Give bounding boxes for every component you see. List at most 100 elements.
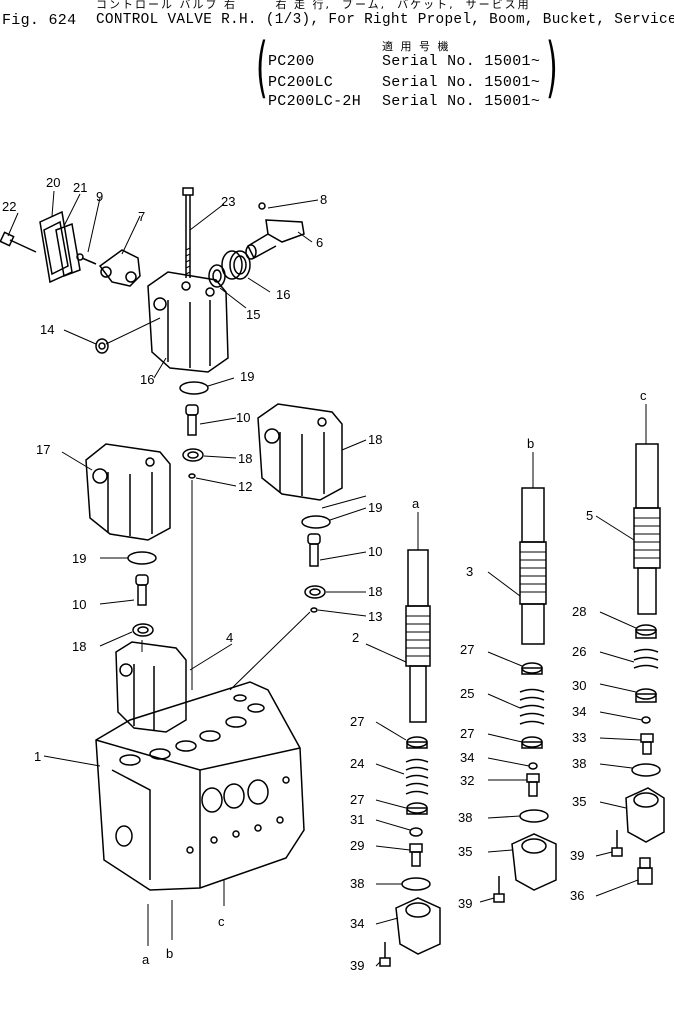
callout-labels: 22 20 21 9 7 23 8 6 16 15 14 16 19 10 18… — [2, 175, 593, 973]
applicability-label: 適 用 号 機 — [382, 40, 451, 53]
part-18-collar-right — [304, 585, 326, 599]
part-11-plug-right — [307, 533, 321, 567]
part-27-seat-b1 — [521, 662, 543, 675]
leader-lines — [7, 190, 643, 967]
port-letter-a-top: a — [412, 496, 420, 511]
part-16-upper-cap — [147, 271, 229, 373]
part-16-left-cap — [85, 443, 171, 541]
callout-25: 25 — [460, 686, 474, 701]
port-letters: a b c a b c — [142, 388, 647, 967]
callout-27: 27 — [460, 726, 474, 741]
callout-6: 6 — [316, 235, 323, 250]
part-39-bolt-c — [611, 830, 623, 857]
callout-27: 27 — [460, 642, 474, 657]
part-12-ring-upper — [188, 473, 196, 479]
part-28-retainer — [635, 624, 657, 639]
part-27-seat-b2 — [521, 736, 543, 749]
callout-7: 7 — [138, 209, 145, 224]
callout-2: 2 — [352, 630, 359, 645]
part-27-seat-a2 — [406, 802, 428, 815]
callout-16: 16 — [140, 372, 154, 387]
model-pc200: PC200 — [268, 53, 315, 70]
part-13-nut — [95, 338, 109, 354]
part-27-seat-a1 — [406, 736, 428, 749]
callout-38: 38 — [458, 810, 472, 825]
port-letter-c-top: c — [640, 388, 647, 403]
callout-23: 23 — [221, 194, 235, 209]
callout-10: 10 — [236, 410, 250, 425]
part-24-spring — [405, 758, 429, 795]
model-pc200lc-2h: PC200LC-2H — [268, 93, 362, 110]
callout-20: 20 — [46, 175, 60, 190]
callout-21: 21 — [73, 180, 87, 195]
part-19-oring-upper — [179, 381, 209, 395]
dash-line-13 — [105, 317, 161, 345]
part-9-bolt — [76, 253, 97, 265]
part-22-bolt — [0, 231, 37, 253]
port-letter-a-bottom: a — [142, 952, 150, 967]
callout-8: 8 — [320, 192, 327, 207]
part-39-bolt-b — [493, 876, 505, 903]
callout-12: 12 — [238, 479, 252, 494]
part-37-plug — [637, 857, 653, 885]
callout-1: 1 — [34, 749, 41, 764]
callout-39: 39 — [350, 958, 364, 973]
callout-38: 38 — [350, 876, 364, 891]
callout-39: 39 — [570, 848, 584, 863]
callout-17: 18 — [368, 432, 382, 447]
figure-number: Fig. 624 — [2, 12, 77, 29]
part-10-plug-left — [135, 574, 149, 606]
part-3-spool — [519, 452, 547, 645]
callout-14: 15 — [246, 307, 260, 322]
part-6-shaft-plate — [245, 219, 305, 260]
part-21-gasket — [55, 222, 81, 278]
callout-29: 30 — [572, 678, 586, 693]
callout-5: 5 — [586, 508, 593, 523]
callout-19: 19 — [368, 500, 382, 515]
part-17-right-cap — [257, 403, 343, 501]
callout-38: 38 — [572, 756, 586, 771]
part-36-cap-c — [625, 787, 665, 843]
part-12-ring-right — [310, 607, 318, 613]
part-23-long-bolt — [182, 187, 194, 278]
callout-22: 22 — [2, 199, 16, 214]
callout-3: 3 — [466, 564, 473, 579]
left-paren: ( — [256, 30, 268, 107]
model-pc200lc: PC200LC — [268, 74, 334, 91]
callout-16: 17 — [36, 442, 50, 457]
part-34-ring-c — [641, 716, 651, 724]
callout-30: 29 — [350, 838, 364, 853]
port-letter-b-bottom: b — [166, 946, 173, 961]
part-34-ring-b — [528, 762, 538, 770]
part-33-bolt — [640, 733, 654, 755]
part-38-oring-a — [401, 877, 431, 891]
callout-31: 31 — [350, 812, 364, 827]
part-32-bolt — [526, 773, 540, 797]
callout-18: 18 — [72, 639, 86, 654]
callout-13: 14 — [40, 322, 54, 337]
callout-10: 10 — [72, 597, 86, 612]
callout-32: 32 — [460, 773, 474, 788]
part-5-spool — [633, 404, 661, 615]
right-paren: ) — [546, 30, 558, 107]
callout-35: 34 — [350, 916, 364, 931]
assembly-line-right — [229, 611, 311, 691]
callout-37: 36 — [570, 888, 584, 903]
part-19-oring-left — [127, 551, 157, 565]
callout-18: 18 — [238, 451, 252, 466]
part-38-oring-c — [631, 763, 661, 777]
callout-34: 34 — [572, 704, 586, 719]
callout-39: 39 — [458, 896, 472, 911]
part-15-bearing — [221, 250, 251, 280]
callout-27: 27 — [350, 714, 364, 729]
part-18-collar-left — [132, 623, 154, 637]
callout-11: 10 — [368, 544, 382, 559]
callout-33: 33 — [572, 730, 586, 745]
serial-pc200lc-2h: Serial No. 15001~ — [382, 93, 541, 110]
callout-36: 35 — [572, 794, 586, 809]
part-29-seat — [635, 688, 657, 703]
part-1-valve-body — [95, 681, 305, 891]
part-38-oring-b — [519, 809, 549, 823]
callout-34: 34 — [460, 750, 474, 765]
